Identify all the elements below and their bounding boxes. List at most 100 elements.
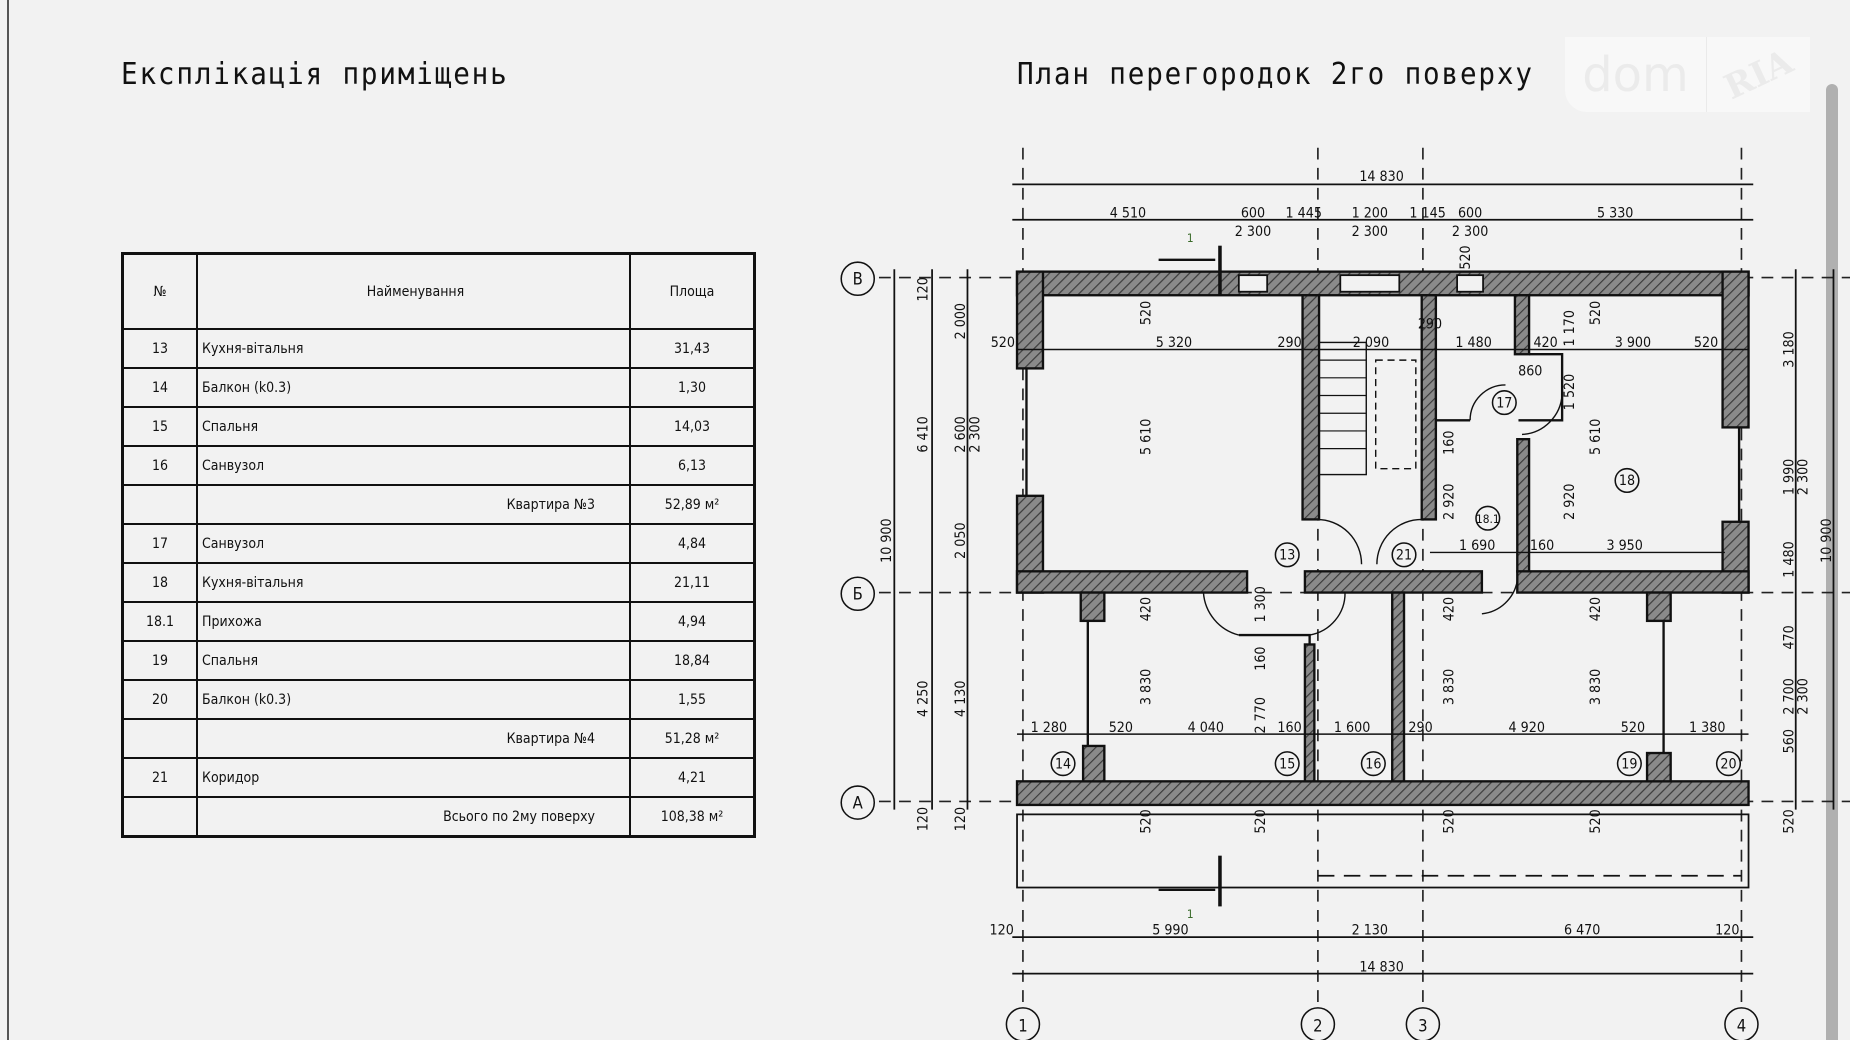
cell-name: Спальня: [196, 406, 631, 447]
cell-area: 1,30: [629, 367, 756, 408]
cell-no: 13: [121, 328, 198, 369]
svg-text:2 300: 2 300: [967, 416, 983, 452]
vertical-dimension-labels: 120 2 000 6 410 2 600 2 300 2 050 10 900…: [879, 245, 1835, 833]
cell-name: Квартира №4: [196, 718, 631, 759]
header-area: Площа: [629, 252, 756, 330]
svg-text:А: А: [853, 793, 864, 812]
cell-name: Балкон (k0.3): [196, 679, 631, 720]
explication-title: Експлікація приміщень: [121, 57, 509, 92]
svg-text:2 300: 2 300: [1796, 678, 1812, 714]
svg-text:3 180: 3 180: [1781, 331, 1797, 367]
dimension-lines: [893, 183, 1835, 975]
svg-text:4 040: 4 040: [1188, 720, 1224, 736]
svg-text:3 830: 3 830: [1588, 669, 1604, 705]
svg-text:1 200: 1 200: [1352, 205, 1388, 221]
svg-text:2 600: 2 600: [953, 416, 969, 452]
svg-text:2 050: 2 050: [953, 522, 969, 558]
svg-text:2: 2: [1313, 1016, 1322, 1035]
section-label-top: 1: [1187, 231, 1194, 245]
svg-text:1 990: 1 990: [1781, 459, 1797, 495]
cell-no: 18: [121, 562, 198, 603]
svg-text:10 900: 10 900: [879, 518, 895, 563]
plan-title: План перегородок 2го поверху: [1017, 57, 1534, 92]
cell-no: 14: [121, 367, 198, 408]
axis-labels: В Б А 1 2 3 4: [853, 270, 1747, 1036]
svg-text:3 950: 3 950: [1606, 538, 1642, 554]
cell-name: Санвузол: [196, 445, 631, 486]
cell-no: [121, 718, 198, 759]
svg-text:120: 120: [953, 807, 969, 831]
svg-text:17: 17: [1496, 395, 1512, 411]
svg-text:600: 600: [1241, 205, 1265, 221]
section-label-bottom: 1: [1187, 907, 1194, 921]
domria-watermark-logo: dom RIA: [1565, 37, 1810, 112]
svg-text:1 170: 1 170: [1562, 310, 1578, 346]
svg-text:2 300: 2 300: [1352, 224, 1388, 240]
svg-text:5 330: 5 330: [1597, 205, 1633, 221]
svg-text:600: 600: [1458, 205, 1482, 221]
svg-text:520: 520: [1442, 809, 1458, 833]
cell-name: Кухня-вітальня: [196, 328, 631, 369]
svg-text:4: 4: [1737, 1016, 1746, 1035]
svg-text:5 990: 5 990: [1152, 923, 1188, 939]
svg-text:1 480: 1 480: [1455, 335, 1491, 351]
svg-text:160: 160: [1253, 646, 1269, 670]
cell-area: 51,28 м²: [629, 718, 756, 759]
cell-no: 16: [121, 445, 198, 486]
svg-text:4 920: 4 920: [1509, 720, 1545, 736]
svg-text:16: 16: [1365, 756, 1381, 772]
svg-text:470: 470: [1781, 625, 1797, 649]
svg-text:6 470: 6 470: [1564, 923, 1600, 939]
cell-name: Всього по 2му поверху: [196, 796, 631, 838]
svg-text:160: 160: [1277, 720, 1301, 736]
svg-text:21: 21: [1396, 548, 1412, 564]
svg-text:19: 19: [1621, 756, 1637, 772]
svg-text:1 690: 1 690: [1459, 538, 1495, 554]
svg-text:18.1: 18.1: [1476, 512, 1500, 526]
svg-text:420: 420: [1533, 335, 1557, 351]
svg-text:3 830: 3 830: [1442, 669, 1458, 705]
svg-text:420: 420: [1138, 597, 1154, 621]
svg-text:290: 290: [1418, 316, 1442, 332]
cell-no: 21: [121, 757, 198, 798]
svg-text:20: 20: [1720, 756, 1736, 772]
bottom-dimension-labels: 120 5 990 2 130 6 470 120 14 830: [990, 923, 1740, 976]
svg-text:2 770: 2 770: [1253, 697, 1269, 733]
svg-text:120: 120: [990, 923, 1014, 939]
cell-area: 21,11: [629, 562, 756, 603]
cell-name: Квартира №3: [196, 484, 631, 525]
room-tags: 13 14 15 16 17 18 18.1 19 20 21: [1050, 390, 1742, 777]
svg-text:13: 13: [1279, 548, 1295, 564]
svg-text:420: 420: [1442, 597, 1458, 621]
svg-text:160: 160: [1442, 431, 1458, 455]
window-openings: [1237, 274, 1484, 293]
svg-text:2 300: 2 300: [1796, 459, 1812, 495]
svg-text:1 600: 1 600: [1334, 720, 1370, 736]
svg-text:2 090: 2 090: [1353, 335, 1389, 351]
table-header-row: № Найменування Площа: [121, 252, 756, 330]
cell-area: 31,43: [629, 328, 756, 369]
svg-text:160: 160: [1530, 538, 1554, 554]
svg-text:520: 520: [1588, 301, 1604, 325]
svg-text:520: 520: [1458, 245, 1474, 269]
svg-text:14: 14: [1055, 756, 1071, 772]
svg-text:2 700: 2 700: [1781, 678, 1797, 714]
svg-text:520: 520: [1781, 809, 1797, 833]
cell-area: 4,21: [629, 757, 756, 798]
cell-area: 14,03: [629, 406, 756, 447]
cell-no: 20: [121, 679, 198, 720]
svg-text:520: 520: [1694, 335, 1718, 351]
axis-bubbles: [840, 261, 1759, 1040]
svg-text:520: 520: [1138, 301, 1154, 325]
